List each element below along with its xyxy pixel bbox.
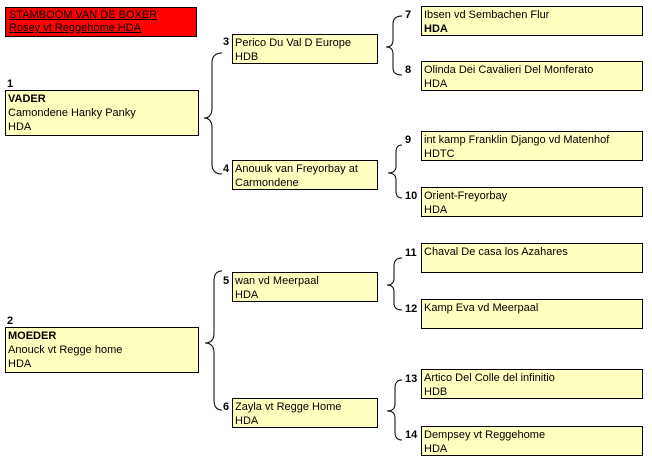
father-box[interactable]: VADER Camondene Hanky Panky HDA xyxy=(5,90,199,136)
mother-title: HDA xyxy=(8,358,32,370)
ancestor-9-title: HDTC xyxy=(424,148,455,160)
number-9: 9 xyxy=(405,134,412,146)
ancestor-14-box[interactable]: Dempsey vt Reggehome HDA xyxy=(421,426,643,456)
ancestor-3-title: HDB xyxy=(235,51,259,63)
ancestor-6-box[interactable]: Zayla vt Regge Home HDA xyxy=(232,398,378,428)
title-line-1: STAMBOOM VAN DE BOXER xyxy=(9,9,158,21)
ancestor-8-box[interactable]: Olinda Dei Cavalieri Del Monferato HDA xyxy=(421,61,643,91)
ancestor-11-name: Chaval De casa los Azahares xyxy=(424,246,568,258)
ancestor-3-name: Perico Du Val D Europe xyxy=(235,37,351,49)
ancestor-14-title: HDA xyxy=(424,443,448,455)
ancestor-7-name: Ibsen vd Sembachen Flur xyxy=(424,9,550,21)
ancestor-11-box[interactable]: Chaval De casa los Azahares xyxy=(421,243,643,273)
ancestor-13-name: Artico Del Colle del infinitio xyxy=(424,372,555,384)
father-title: HDA xyxy=(8,121,32,133)
number-5: 5 xyxy=(223,275,230,287)
title-line-2: Rosey vt Reggehome HDA xyxy=(9,22,142,34)
number-12: 12 xyxy=(405,303,418,315)
number-1: 1 xyxy=(7,78,14,90)
ancestor-5-box[interactable]: wan vd Meerpaal HDA xyxy=(232,272,378,302)
ancestor-12-name: Kamp Eva vd Meerpaal xyxy=(424,302,539,314)
ancestor-3-box[interactable]: Perico Du Val D Europe HDB xyxy=(232,34,378,64)
father-role: VADER xyxy=(8,93,46,105)
number-4: 4 xyxy=(223,163,230,175)
ancestor-12-box[interactable]: Kamp Eva vd Meerpaal xyxy=(421,299,643,329)
ancestor-10-box[interactable]: Orient-Freyorbay HDA xyxy=(421,187,643,217)
mother-name: Anouck vt Regge home xyxy=(8,344,123,356)
ancestor-10-name: Orient-Freyorbay xyxy=(424,190,508,202)
ancestor-7-box[interactable]: Ibsen vd Sembachen Flur HDA xyxy=(421,6,643,36)
number-2: 2 xyxy=(7,315,14,327)
ancestor-5-title: HDA xyxy=(235,289,259,301)
ancestor-7-title: HDA xyxy=(424,23,448,35)
ancestor-5-name: wan vd Meerpaal xyxy=(235,275,319,287)
number-3: 3 xyxy=(223,36,230,48)
number-8: 8 xyxy=(405,64,412,76)
number-11: 11 xyxy=(405,247,417,259)
ancestor-9-box[interactable]: int kamp Franklin Django vd Matenhof HDT… xyxy=(421,131,643,161)
ancestor-4-name: Anouuk van Freyorbay at xyxy=(235,163,358,175)
ancestor-6-name: Zayla vt Regge Home xyxy=(235,401,342,413)
ancestor-10-title: HDA xyxy=(424,204,448,216)
ancestor-13-box[interactable]: Artico Del Colle del infinitio HDB xyxy=(421,369,643,399)
number-10: 10 xyxy=(405,190,418,202)
ancestor-8-title: HDA xyxy=(424,78,448,90)
father-name: Camondene Hanky Panky xyxy=(8,107,136,119)
number-6: 6 xyxy=(223,401,230,413)
ancestor-4-title: Carmondene xyxy=(235,177,299,189)
ancestor-13-title: HDB xyxy=(424,386,448,398)
ancestor-14-name: Dempsey vt Reggehome xyxy=(424,429,546,441)
mother-box[interactable]: MOEDER Anouck vt Regge home HDA xyxy=(5,327,199,373)
number-14: 14 xyxy=(405,429,418,441)
ancestor-8-name: Olinda Dei Cavalieri Del Monferato xyxy=(424,64,594,76)
number-7: 7 xyxy=(405,9,412,21)
number-13: 13 xyxy=(405,373,418,385)
pedigree-title: STAMBOOM VAN DE BOXER Rosey vt Reggehome… xyxy=(5,7,197,37)
ancestor-6-title: HDA xyxy=(235,415,259,427)
ancestor-4-box[interactable]: Anouuk van Freyorbay at Carmondene xyxy=(232,160,378,190)
mother-role: MOEDER xyxy=(8,330,57,342)
ancestor-9-name: int kamp Franklin Django vd Matenhof xyxy=(424,134,610,146)
